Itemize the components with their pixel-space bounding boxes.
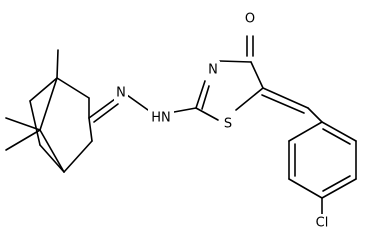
thiazolone-ring: [173, 35, 264, 121]
sulfur-label: S: [224, 117, 232, 132]
bond: [195, 107, 219, 121]
double-bond: [93, 103, 119, 123]
double-bond: [88, 98, 116, 119]
bond: [219, 60, 252, 63]
imine-nitrogen-label: N: [116, 86, 126, 101]
bond: [5, 129, 41, 151]
oxygen-label: O: [245, 12, 255, 27]
bond: [56, 77, 90, 99]
bond: [250, 61, 264, 89]
bond: [173, 107, 197, 113]
double-bond: [201, 85, 210, 110]
bond: [39, 129, 65, 173]
bond: [288, 178, 323, 199]
ring-nitrogen-label: N: [208, 63, 218, 78]
bond: [88, 117, 93, 142]
bond: [39, 77, 58, 131]
double-bond: [261, 94, 305, 114]
atom-labels: O N S N HN Cl: [114, 10, 334, 232]
bond: [321, 121, 357, 142]
bond: [56, 49, 59, 79]
double-bond: [262, 87, 309, 109]
nh-label: HN: [151, 111, 171, 126]
aromatic-bond: [322, 175, 351, 192]
chlorine-label: Cl: [316, 216, 329, 231]
bond: [307, 107, 323, 123]
double-bond: [195, 80, 206, 109]
bond: [39, 144, 65, 173]
bond: [63, 140, 93, 173]
bornane-fragment: [5, 49, 149, 173]
bond: [288, 121, 323, 142]
bond: [321, 178, 357, 199]
bond: [29, 77, 58, 102]
aromatic-bond: [322, 128, 351, 145]
chlorobenzylidene: [261, 87, 357, 216]
bond: [5, 117, 41, 131]
bond: [235, 87, 264, 111]
bond: [126, 94, 149, 111]
bond: [29, 100, 41, 146]
